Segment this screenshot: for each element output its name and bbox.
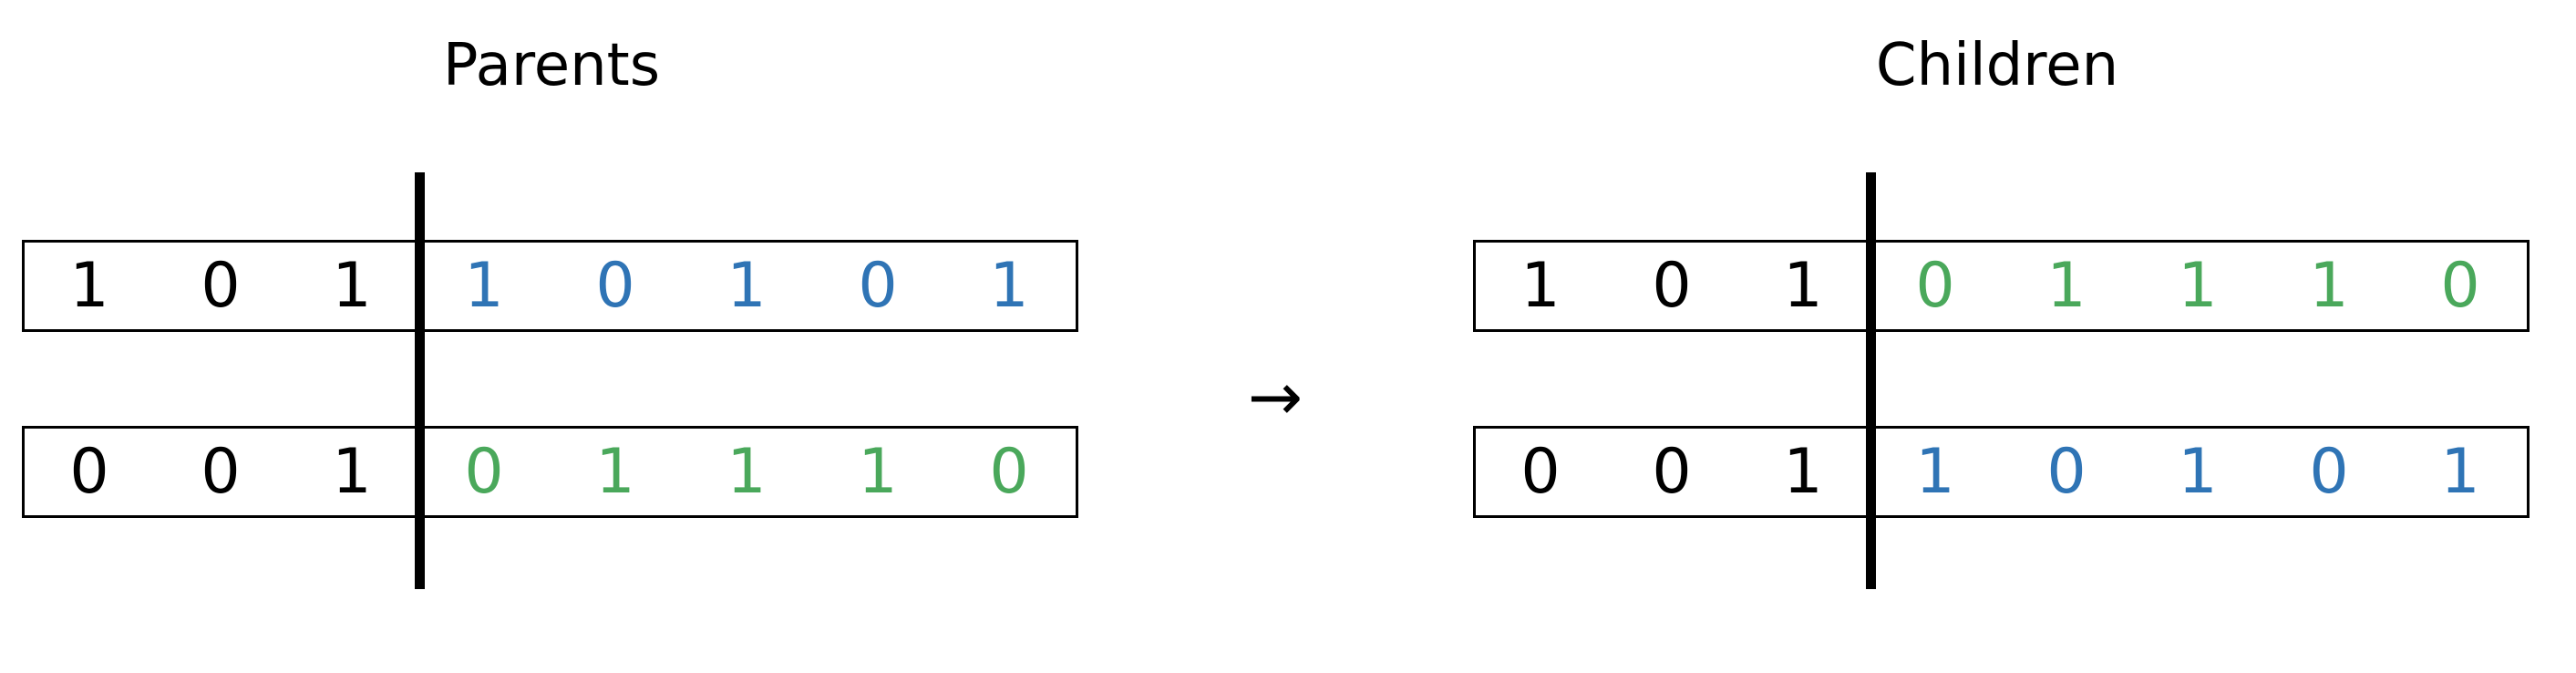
parent-gene: 1	[726, 249, 767, 322]
child-gene: 0	[1652, 435, 1692, 508]
child-gene: 0	[1652, 249, 1692, 322]
parent-gene: 1	[858, 435, 898, 508]
parent-gene: 1	[332, 435, 372, 508]
parent-gene: 0	[69, 435, 109, 508]
parent-gene: 1	[989, 249, 1029, 322]
parent-gene: 0	[989, 435, 1029, 508]
child-gene: 1	[2178, 249, 2218, 322]
child-gene: 1	[2440, 435, 2480, 508]
child-chromosome-1: 1 0 1 0 1 1 1 0	[1473, 240, 2530, 332]
parent-gene: 0	[858, 249, 898, 322]
parent-gene: 1	[726, 435, 767, 508]
parent-gene: 0	[595, 249, 635, 322]
parent-chromosome-1: 1 0 1 1 0 1 0 1	[22, 240, 1078, 332]
child-gene: 0	[1520, 435, 1561, 508]
parents-title: Parents	[442, 32, 661, 99]
parents-crossover-line	[415, 172, 425, 589]
child-gene: 1	[2178, 435, 2218, 508]
child-gene: 0	[1915, 249, 1955, 322]
children-title: Children	[1875, 32, 2119, 99]
parent-gene: 1	[595, 435, 635, 508]
child-gene: 0	[2440, 249, 2480, 322]
parent-gene: 0	[464, 435, 504, 508]
parent-gene: 1	[69, 249, 109, 322]
parent-gene: 0	[201, 435, 241, 508]
child-gene: 0	[2309, 435, 2349, 508]
child-gene: 1	[1520, 249, 1561, 322]
child-gene: 1	[2046, 249, 2087, 322]
parent-gene: 1	[332, 249, 372, 322]
child-gene: 0	[2046, 435, 2087, 508]
child-chromosome-2: 0 0 1 1 0 1 0 1	[1473, 426, 2530, 518]
parent-gene: 1	[464, 249, 504, 322]
children-crossover-line	[1866, 172, 1876, 589]
child-gene: 1	[1915, 435, 1955, 508]
child-gene: 1	[1783, 249, 1823, 322]
parent-gene: 0	[201, 249, 241, 322]
child-gene: 1	[1783, 435, 1823, 508]
child-gene: 1	[2309, 249, 2349, 322]
parent-chromosome-2: 0 0 1 0 1 1 1 0	[22, 426, 1078, 518]
arrow-icon: →	[1247, 358, 1303, 435]
